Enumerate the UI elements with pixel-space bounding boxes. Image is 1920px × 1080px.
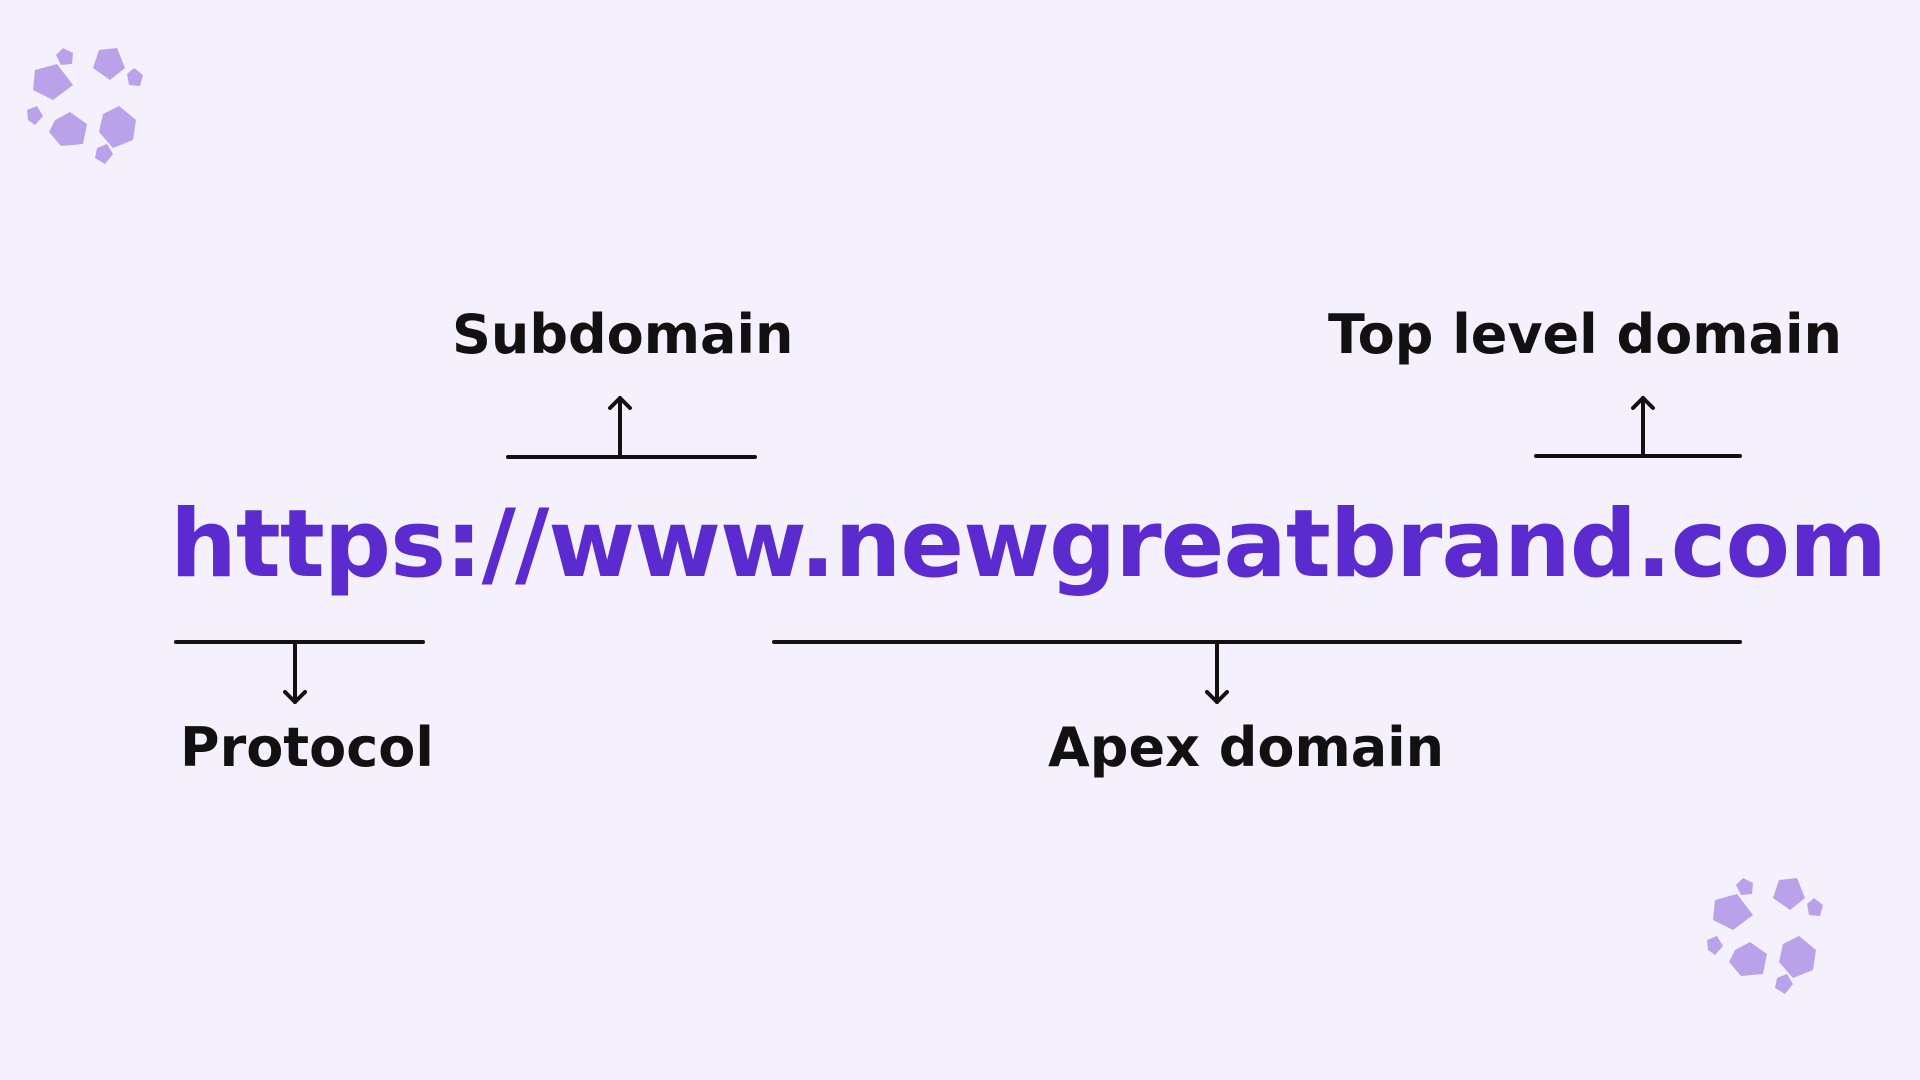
subdomain-arrow-head — [608, 396, 632, 410]
protocol-arrow-head — [283, 690, 307, 704]
apex-domain-label: Apex domain — [1048, 716, 1445, 779]
apex-arrow-head — [1205, 690, 1229, 704]
top-level-domain-label: Top level domain — [1328, 303, 1842, 366]
pentagon-cluster-icon — [27, 48, 143, 164]
tld-arrow-head — [1631, 396, 1655, 410]
subdomain-label: Subdomain — [452, 303, 794, 366]
protocol-label: Protocol — [180, 716, 434, 779]
url-text: https://www.newgreatbrand.com — [170, 490, 1887, 599]
pentagon-cluster-icon — [1707, 878, 1823, 994]
